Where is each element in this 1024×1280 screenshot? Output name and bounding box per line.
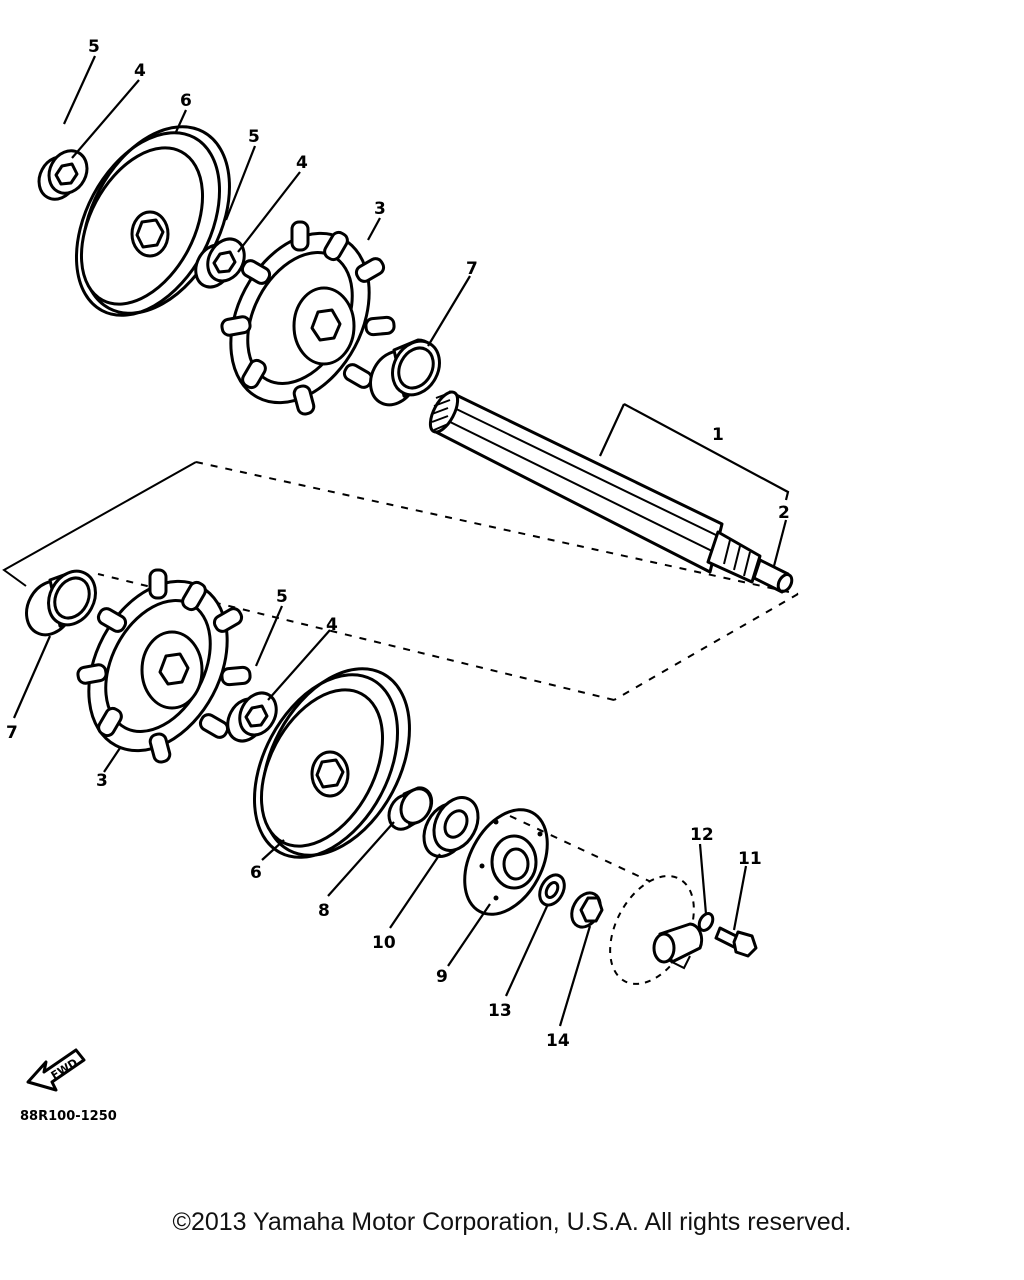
hex-bolt bbox=[714, 926, 758, 958]
callout-6-bottom: 6 bbox=[250, 863, 262, 883]
callout-10: 10 bbox=[372, 933, 396, 953]
sprocket-top bbox=[220, 220, 396, 416]
callout-3-bottom: 3 bbox=[96, 771, 108, 791]
lock-nut bbox=[570, 891, 604, 929]
callout-14: 14 bbox=[546, 1031, 570, 1051]
spring-washer bbox=[697, 912, 715, 932]
idler-wheel-top bbox=[74, 125, 231, 317]
collar-bottom bbox=[226, 691, 278, 743]
copyright-notice: ©2013 Yamaha Motor Corporation, U.S.A. A… bbox=[172, 1208, 852, 1236]
callout-4-bottom: 4 bbox=[326, 615, 338, 635]
exploded-parts-diagram: 1 2 3 3 4 4 4 5 5 5 6 6 7 7 8 9 10 11 12… bbox=[2, 37, 799, 1124]
callout-5-top-mid: 5 bbox=[248, 127, 260, 147]
callout-4-top-mid: 4 bbox=[296, 153, 308, 173]
callout-13: 13 bbox=[488, 1001, 512, 1021]
callout-7-bottom: 7 bbox=[6, 723, 18, 743]
collar-top-mid bbox=[194, 237, 246, 289]
callout-5-top-left: 5 bbox=[88, 37, 100, 57]
part-code: 88R100-1250 bbox=[20, 1109, 117, 1124]
callout-1: 1 bbox=[712, 425, 724, 445]
collar-top-left bbox=[37, 149, 89, 201]
leader-lines bbox=[12, 55, 788, 1027]
spacer bbox=[387, 786, 434, 831]
ball-bearing bbox=[422, 796, 480, 858]
bearing-housing bbox=[509, 815, 704, 985]
sprocket-bottom bbox=[76, 568, 252, 764]
callout-9: 9 bbox=[436, 967, 448, 987]
callout-2: 2 bbox=[778, 503, 790, 523]
callout-11: 11 bbox=[738, 849, 762, 869]
washer bbox=[538, 873, 566, 907]
callout-6-top: 6 bbox=[180, 91, 192, 111]
flange-plate bbox=[463, 808, 549, 916]
callout-8: 8 bbox=[318, 901, 330, 921]
bearing-top bbox=[369, 338, 441, 407]
bearing-bottom bbox=[25, 569, 97, 637]
callout-7-top: 7 bbox=[466, 259, 478, 279]
forward-arrow-icon: FWD bbox=[26, 1048, 86, 1092]
callout-3-top: 3 bbox=[374, 199, 386, 219]
callout-5-bottom: 5 bbox=[276, 587, 288, 607]
drive-shaft bbox=[428, 390, 794, 594]
callout-12: 12 bbox=[690, 825, 714, 845]
callout-numbers: 1 2 3 3 4 4 4 5 5 5 6 6 7 7 8 9 10 11 12… bbox=[6, 37, 790, 1051]
idler-wheel-bottom bbox=[252, 667, 411, 859]
callout-4-top-left: 4 bbox=[134, 61, 146, 81]
